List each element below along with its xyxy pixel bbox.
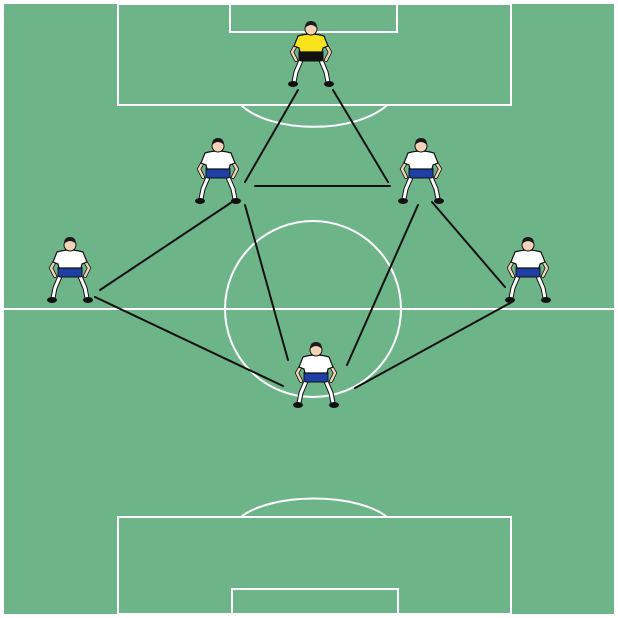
right-boot [324,81,334,87]
left-boot [195,198,205,204]
right-boot [329,402,339,408]
left-boot [293,402,303,408]
right-boot [231,198,241,204]
shirt [201,151,235,169]
shirt [404,151,438,169]
left-boot [288,81,298,87]
shirt [294,34,328,52]
right-boot [434,198,444,204]
left-boot [505,297,515,303]
shirt [511,250,545,268]
left-boot [398,198,408,204]
shirt [53,250,87,268]
shirt [299,355,333,373]
right-boot [541,297,551,303]
left-boot [47,297,57,303]
right-boot [83,297,93,303]
